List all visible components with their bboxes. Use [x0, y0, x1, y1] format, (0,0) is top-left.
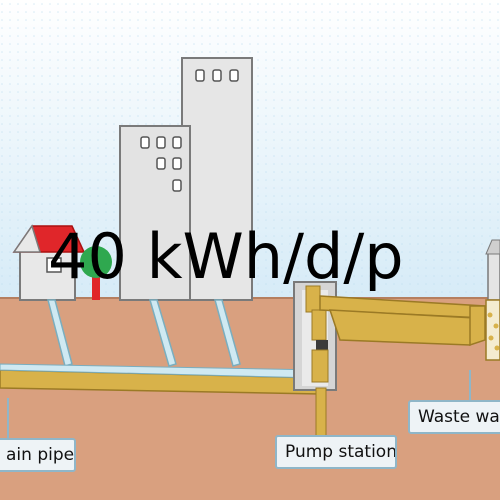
- right-building: [486, 240, 500, 300]
- treatment-tank: [486, 300, 500, 360]
- energy-overlay-text: 40 kWh/d/p: [48, 222, 404, 292]
- pump-station-label: Pump station: [275, 435, 397, 469]
- drain-pipe-label: ain pipe: [0, 438, 76, 472]
- waste-water-label: Waste wate: [408, 400, 500, 434]
